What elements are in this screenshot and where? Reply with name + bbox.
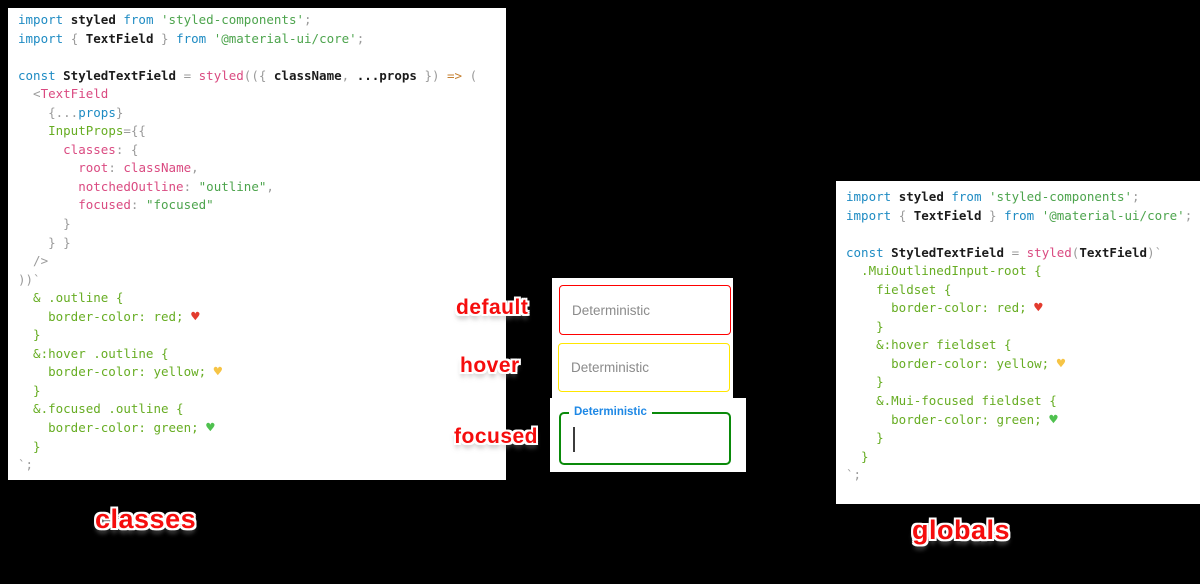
code-line: .MuiOutlinedInput-root { [846,263,1042,279]
code-line: } } [18,234,71,250]
code-line: InputProps={{ [48,123,146,139]
code-line: } [846,448,869,464]
classes-code-panel: import styled from 'styled-components'; i… [8,8,506,480]
code-line: border-color: yellow; ♥ [846,355,1066,372]
code-line: border-color: green; ♥ [846,411,1058,428]
code-line: &:hover fieldset { [846,337,1012,353]
code-line [18,48,506,67]
green-heart-icon: ♥ [206,420,215,437]
code-line [846,225,1200,244]
code-line: fieldset { [846,281,952,297]
code-line: `; [18,457,34,473]
textfield-placeholder: Deterministic [572,302,651,318]
annotation-hover: hover [460,354,520,377]
code-line: `; [846,467,862,483]
caption-classes: classes [95,504,197,534]
code-line: notchedOutline: "outline", [78,178,274,194]
code-line: classes: { [63,141,139,157]
code-line: const StyledTextField = styled(({ classN… [18,67,478,83]
caption-globals: globals [912,515,1011,545]
code-line: } [18,216,71,232]
text-cursor [573,427,575,452]
code-line: } [18,438,41,454]
code-line: import { TextField } from '@material-ui/… [846,207,1193,223]
code-line: border-color: red; ♥ [18,308,200,325]
code-line: <TextField [18,86,109,102]
textfield-default[interactable]: Deterministic [559,285,731,335]
code-line: &.Mui-focused fieldset { [846,393,1057,409]
code-line: const StyledTextField = styled(TextField… [846,244,1163,260]
code-line: } [18,327,41,343]
code-line: import styled from 'styled-components'; [846,189,1140,204]
textfield-floating-label: Deterministic [569,406,652,419]
code-line: & .outline { [18,290,124,306]
annotation-focused: focused [454,425,539,448]
code-line: &:hover .outline { [18,345,169,361]
globals-code-panel: import styled from 'styled-components'; i… [836,181,1200,504]
red-heart-icon: ♥ [191,308,200,325]
yellow-heart-icon: ♥ [213,364,223,381]
code-line: border-color: yellow; ♥ [18,364,223,381]
code-line: } [846,374,884,390]
code-line: {...props} [18,104,124,120]
code-line: ))` [18,271,41,287]
textfield-focused[interactable]: Deterministic [559,406,731,465]
red-heart-icon: ♥ [1034,300,1043,317]
green-heart-icon: ♥ [1049,411,1058,428]
code-line: } [846,430,884,446]
code-line: border-color: green; ♥ [18,420,215,437]
code-line: } [18,382,41,398]
textfield-placeholder: Deterministic [571,360,650,375]
code-line: border-color: red; ♥ [846,300,1043,317]
yellow-heart-icon: ♥ [1056,355,1066,372]
code-line: root: className, [78,160,199,176]
code-line: focused: "focused" [78,197,214,213]
annotation-default: default [456,296,529,319]
textfield-hover[interactable]: Deterministic [558,343,730,392]
code-line: import { TextField } from '@material-ui/… [18,30,365,46]
code-line: } [846,318,884,334]
code-line: import styled from 'styled-components'; [18,12,312,27]
code-line: &.focused .outline { [18,401,184,417]
code-line: /> [18,253,49,269]
